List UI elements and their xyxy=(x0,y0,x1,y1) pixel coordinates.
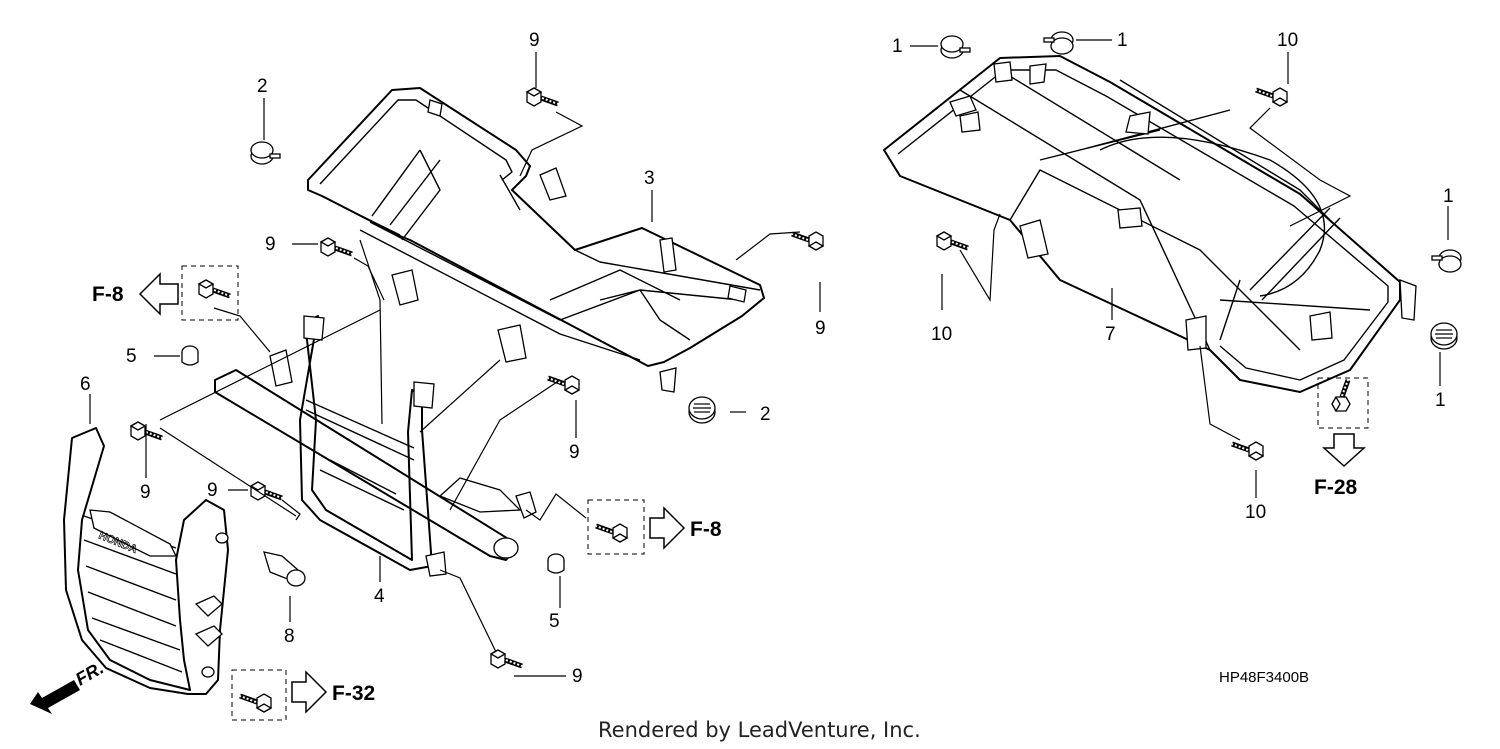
callout-1-a: 1 xyxy=(892,36,903,57)
callout-9-bottom: 9 xyxy=(572,666,583,687)
arrow-f32-icon xyxy=(291,670,328,714)
ref-label-f32: F-32 xyxy=(332,682,375,705)
callout-9-left: 9 xyxy=(140,482,151,503)
callout-9-top: 9 xyxy=(529,30,540,51)
ref-label-f28: F-28 xyxy=(1314,476,1358,499)
arrow-f28-icon xyxy=(1322,433,1366,468)
ref-label-f8-right: F-8 xyxy=(690,518,722,541)
callout-9-lower: 9 xyxy=(207,480,218,501)
callout-10-top: 10 xyxy=(1277,30,1298,51)
grommet-1-b xyxy=(1043,31,1074,55)
callout-10-left: 10 xyxy=(931,324,952,345)
credit-text: Rendered by LeadVenture, Inc. xyxy=(598,718,921,742)
clip-8 xyxy=(263,551,306,587)
plug-5-lower xyxy=(547,553,565,574)
callout-1-c: 1 xyxy=(1443,186,1454,207)
grommet-1-c xyxy=(1431,249,1462,273)
front-bumper-frame xyxy=(214,315,537,577)
ref-box-f28 xyxy=(1317,377,1369,429)
grommet-1-d xyxy=(1430,322,1458,350)
ref-label-f8-left: F-8 xyxy=(92,283,124,306)
callout-7: 7 xyxy=(1105,324,1116,345)
callout-1-b: 1 xyxy=(1117,30,1128,51)
front-direction-arrow-icon xyxy=(30,680,80,714)
bolt-10-bottom xyxy=(1232,442,1263,460)
callout-9-mid: 9 xyxy=(569,442,580,463)
arrow-f8-left-icon xyxy=(138,272,179,316)
grommet-1-a xyxy=(940,35,971,59)
ref-box-f32 xyxy=(231,669,287,721)
bolt-9-upper-left xyxy=(321,238,352,256)
callout-9-upper-left: 9 xyxy=(265,234,276,255)
bolt-10-left xyxy=(937,232,968,250)
plug-5-upper xyxy=(181,345,199,366)
ref-box-f8-right xyxy=(587,499,645,555)
callout-5-upper: 5 xyxy=(126,346,137,367)
ref-box-f8-right-bolt xyxy=(596,524,627,542)
ref-box-f8-left xyxy=(181,265,239,321)
callout-2-lower: 2 xyxy=(760,404,771,425)
grommet-2-lower xyxy=(688,396,716,424)
front-carrier-frame xyxy=(307,87,765,393)
callout-9-right: 9 xyxy=(815,318,826,339)
ref-box-f28-bolt xyxy=(1332,380,1350,411)
bolt-9-top xyxy=(527,88,558,106)
ref-box-f8-left-bolt xyxy=(199,280,230,298)
callout-10-bottom: 10 xyxy=(1245,502,1266,523)
diagram-code: HP48F3400B xyxy=(1219,669,1309,686)
callout-8: 8 xyxy=(284,626,295,647)
callout-1-d: 1 xyxy=(1435,390,1446,411)
callout-5-lower: 5 xyxy=(549,611,560,632)
bolt-9-right xyxy=(792,232,823,250)
rear-carrier-frame xyxy=(883,55,1417,393)
callout-6: 6 xyxy=(80,374,91,395)
bolt-10-top xyxy=(1256,88,1287,106)
grommet-2-upper xyxy=(250,141,281,165)
front-grille-guard: HONDA xyxy=(63,427,229,695)
bolt-9-bottom xyxy=(491,650,522,668)
callout-4: 4 xyxy=(374,586,385,607)
callout-2-upper: 2 xyxy=(257,76,268,97)
callout-3: 3 xyxy=(644,168,655,189)
ref-box-f32-bolt xyxy=(240,694,271,712)
arrow-f8-right-icon xyxy=(649,506,686,550)
